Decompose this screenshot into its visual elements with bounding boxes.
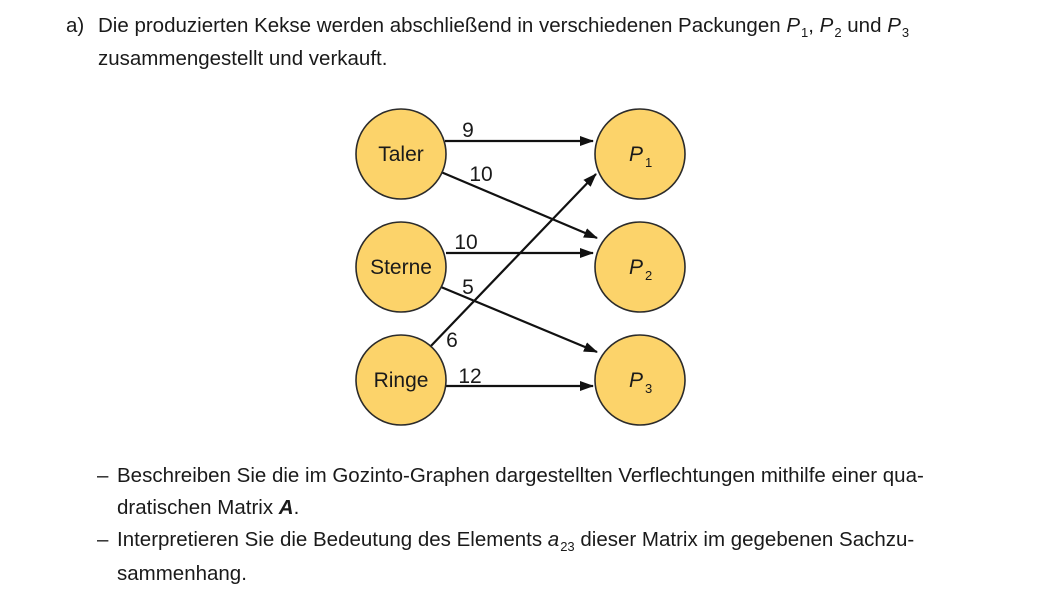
node-label-taler: Taler — [378, 143, 424, 166]
node-subscript-p1: 1 — [645, 155, 652, 170]
task-dash: – — [97, 528, 109, 551]
comma: , — [808, 14, 814, 37]
task1-period: . — [293, 496, 300, 519]
node-label-sterne: Sterne — [370, 256, 432, 279]
edge-weight-sterne-p2: 10 — [454, 231, 477, 254]
package-p3: P3 — [887, 14, 910, 40]
node-circle-sterne — [355, 221, 447, 313]
node-circle-p3 — [594, 334, 686, 426]
edge-weight-taler-p1: 9 — [462, 119, 474, 142]
edge-sterne-p3 — [440, 285, 598, 354]
node-label-p2: P — [629, 256, 643, 279]
edge-weight-taler-p2: 10 — [469, 163, 492, 186]
edge-taler-p2 — [440, 170, 598, 240]
node-subscript-p2: 2 — [645, 268, 652, 283]
intro-text-line2: zusammengestellt und verkauft. — [98, 47, 388, 70]
task2-text-after: dieser Matrix im gegebenen Sachzu- — [580, 528, 915, 551]
edge-weight-ringe-p3: 12 — [458, 365, 481, 388]
task-list: – Beschreiben Sie die im Gozinto-Graphen… — [97, 460, 997, 590]
task2-text-line2: sammenhang. — [117, 562, 247, 585]
edge-weight-ringe-p1: 6 — [446, 329, 458, 352]
task1-text-line2: dratischen Matrix — [117, 496, 274, 519]
task-dash: – — [97, 464, 109, 487]
part-label: a) — [66, 14, 85, 37]
node-circle-p2 — [594, 221, 686, 313]
element-a23: a23 — [547, 528, 575, 554]
matrix-a: A — [278, 496, 294, 519]
node-circle-taler — [355, 108, 447, 200]
node-label-ringe: Ringe — [374, 369, 429, 392]
package-p1: P1 — [786, 14, 809, 40]
node-ringe: Ringe — [355, 334, 447, 426]
intro-paragraph: a) Die produzierten Kekse werden abschli… — [66, 10, 1026, 74]
node-sterne: Sterne — [355, 221, 447, 313]
task-item-1: – Beschreiben Sie die im Gozinto-Graphen… — [97, 460, 997, 524]
edge-ringe-p1 — [428, 173, 597, 349]
node-label-p1: P — [629, 143, 643, 166]
package-p2: P2 — [819, 14, 842, 40]
intro-text-line1: Die produzierten Kekse werden abschließe… — [98, 14, 781, 37]
intro-text: Die produzierten Kekse werden abschließe… — [98, 10, 1026, 74]
node-label-p3: P — [629, 369, 643, 392]
task1-text: Beschreiben Sie die im Gozinto-Graphen d… — [117, 464, 924, 487]
task-item-2: – Interpretieren Sie die Bedeutung des E… — [97, 524, 997, 590]
edge-weight-sterne-p3: 5 — [462, 276, 474, 299]
edges-layer — [428, 136, 598, 391]
node-subscript-p3: 3 — [645, 381, 652, 396]
node-circle-ringe — [355, 334, 447, 426]
node-circle-p1 — [594, 108, 686, 200]
task2-text: Interpretieren Sie die Bedeutung des Ele… — [117, 528, 543, 551]
node-taler: Taler — [355, 108, 447, 200]
edge-weight-labels: 9 10 10 5 612 — [446, 119, 493, 388]
and-word: und — [847, 14, 882, 37]
